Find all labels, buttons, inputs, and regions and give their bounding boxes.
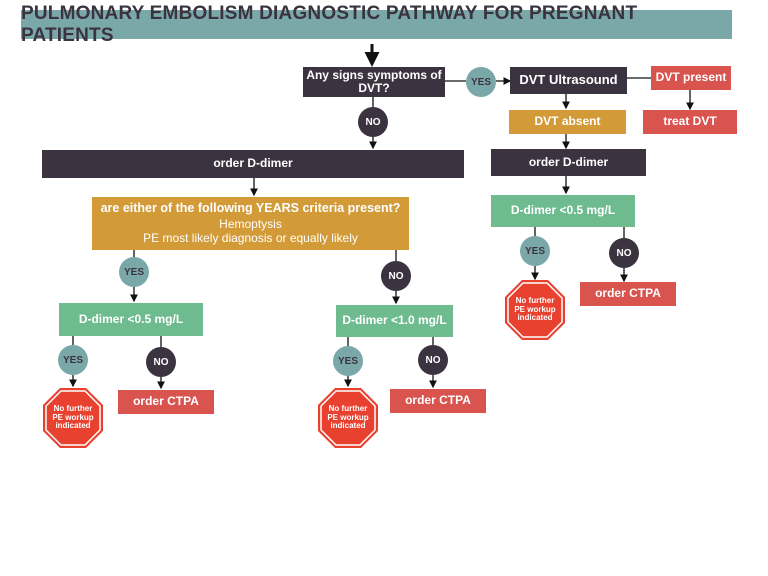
no-badge: NO — [146, 347, 176, 377]
no-badge: NO — [418, 345, 448, 375]
order-ctpa-box: order CTPA — [118, 390, 214, 414]
years-criteria-title: are either of the following YEARS criter… — [100, 200, 401, 215]
stop-sign: No further PE workup indicated — [42, 387, 104, 449]
order-ddimer-right-box: order D-dimer — [491, 149, 646, 176]
yes-badge: YES — [520, 236, 550, 266]
stop-text-line: No further — [328, 404, 368, 414]
yes-badge: YES — [119, 257, 149, 287]
stop-octagon-icon — [318, 388, 378, 448]
no-badge: NO — [358, 107, 388, 137]
dvt-present-box: DVT present — [651, 66, 731, 90]
order-ctpa-box: order CTPA — [580, 282, 676, 306]
no-badge: NO — [609, 238, 639, 268]
stop-text-line: No further — [53, 404, 93, 414]
dvt-ultrasound-box: DVT Ultrasound — [510, 67, 627, 94]
stop-text-line: PE workup — [327, 412, 369, 422]
stop-text-line: PE workup — [514, 304, 556, 314]
stop-text-line: indicated — [330, 421, 366, 431]
yes-badge: YES — [333, 346, 363, 376]
dvt-question-box: Any signs symptoms of DVT? — [303, 67, 445, 97]
treat-dvt-box: treat DVT — [643, 110, 737, 134]
order-ctpa-box: order CTPA — [390, 389, 486, 413]
dvt-absent-box: DVT absent — [509, 110, 626, 134]
no-badge: NO — [381, 261, 411, 291]
years-criteria-item: PE most likely diagnosis or equally like… — [143, 230, 358, 245]
stop-sign: No further PE workup indicated — [504, 279, 566, 341]
years-criteria-box: are either of the following YEARS criter… — [92, 197, 409, 250]
stop-sign: No further PE workup indicated — [317, 387, 379, 449]
stop-octagon-icon — [505, 280, 565, 340]
years-criteria-item: Hemoptysis — [219, 216, 282, 231]
order-ddimer-left-box: order D-dimer — [42, 150, 464, 178]
stop-text-line: indicated — [55, 421, 91, 431]
yes-badge: YES — [58, 345, 88, 375]
yes-badge: YES — [466, 67, 496, 97]
stop-octagon-icon — [43, 388, 103, 448]
ddimer-05-left-box: D-dimer <0.5 mg/L — [59, 303, 203, 336]
ddimer-05-right-box: D-dimer <0.5 mg/L — [491, 195, 635, 227]
stop-text-line: indicated — [517, 313, 553, 323]
stop-text-line: No further — [515, 296, 555, 306]
ddimer-10-box: D-dimer <1.0 mg/L — [336, 305, 453, 337]
stop-text-line: PE workup — [52, 412, 94, 422]
